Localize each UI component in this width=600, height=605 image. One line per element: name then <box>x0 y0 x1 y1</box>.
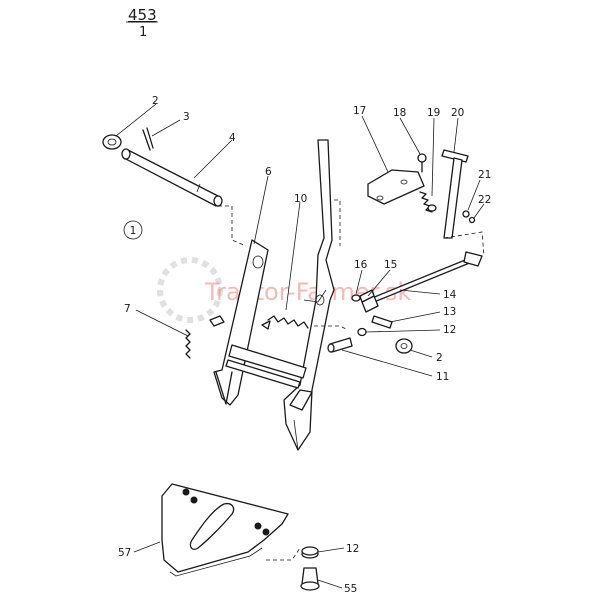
svg-text:18: 18 <box>393 107 406 119</box>
svg-text:57: 57 <box>118 547 131 559</box>
callout-55: 55 <box>317 579 357 595</box>
svg-text:2: 2 <box>436 352 443 364</box>
callout-4: 4 <box>193 132 236 179</box>
svg-text:453: 453 <box>128 6 157 24</box>
bolt-part-55 <box>300 567 320 591</box>
callout-16: 16 <box>354 259 368 295</box>
bolt-part-18 <box>417 153 427 173</box>
spring-part-7 <box>185 315 225 359</box>
callout-57: 57 <box>118 541 161 559</box>
svg-text:13: 13 <box>443 306 456 318</box>
callout-21: 21 <box>467 169 491 211</box>
callout-12-bottom: 12 <box>317 543 359 555</box>
svg-text:1: 1 <box>130 225 137 237</box>
svg-text:Traktor-Farmer.sk: Traktor-Farmer.sk <box>204 278 411 306</box>
callout-13: 13 <box>389 306 456 323</box>
svg-text:10: 10 <box>294 193 307 205</box>
svg-text:6: 6 <box>265 166 272 178</box>
washer-part-2b <box>395 338 413 354</box>
callout-19: 19 <box>427 107 440 197</box>
callout-3: 3 <box>151 111 190 137</box>
callout-7: 7 <box>124 303 189 337</box>
callout-6: 6 <box>253 166 272 245</box>
svg-text:1: 1 <box>139 25 147 40</box>
svg-text:22: 22 <box>478 194 491 206</box>
bolt-part-11 <box>327 337 353 353</box>
pin-part-21 <box>462 210 470 218</box>
washer-part-2 <box>102 134 122 150</box>
plate-part-57 <box>161 483 289 577</box>
svg-text:4: 4 <box>229 132 236 144</box>
group-marker: 1 <box>123 220 143 240</box>
svg-text:12: 12 <box>443 324 456 336</box>
lever-part-20 <box>441 149 469 239</box>
frame-crossbar <box>225 344 307 389</box>
nut-part-12b <box>301 546 319 559</box>
watermark: Traktor-Farmer.sk <box>157 257 411 323</box>
callout-22: 22 <box>473 194 491 219</box>
sheet-number: 453 1 <box>126 6 158 40</box>
callout-17: 17 <box>353 105 389 173</box>
callout-20: 20 <box>451 107 464 153</box>
callout-14: 14 <box>399 289 457 301</box>
nut-part-16 <box>351 294 361 302</box>
bolt-part-13 <box>371 315 393 329</box>
svg-text:2: 2 <box>152 95 159 107</box>
svg-text:11: 11 <box>436 371 449 383</box>
frame-right-arm <box>283 139 335 451</box>
svg-text:21: 21 <box>478 169 491 181</box>
svg-text:7: 7 <box>124 303 131 315</box>
spring-part-10 <box>261 315 309 330</box>
svg-text:3: 3 <box>183 111 190 123</box>
callout-12-mid: 12 <box>365 324 456 336</box>
callout-2-mid: 2 <box>409 349 443 364</box>
svg-text:17: 17 <box>353 105 366 117</box>
callout-15: 15 <box>367 259 397 297</box>
svg-text:15: 15 <box>384 259 397 271</box>
spring-part-19 <box>419 191 437 213</box>
bracket-part-17 <box>367 169 425 205</box>
nut-part-12 <box>357 327 367 337</box>
clamp-part-15 <box>359 289 379 313</box>
svg-text:16: 16 <box>354 259 368 271</box>
split-pin-part-3 <box>142 127 154 151</box>
svg-text:19: 19 <box>427 107 440 119</box>
svg-text:55: 55 <box>344 583 357 595</box>
callout-11: 11 <box>341 349 449 383</box>
callout-10: 10 <box>285 193 307 311</box>
svg-text:14: 14 <box>443 289 457 301</box>
svg-text:20: 20 <box>451 107 464 119</box>
svg-text:12: 12 <box>346 543 359 555</box>
shaft-part-4 <box>121 148 223 207</box>
washer-part-22 <box>468 216 476 224</box>
callout-18: 18 <box>393 107 421 155</box>
callout-2-top: 2 <box>115 95 159 137</box>
rod-part-14 <box>371 251 483 303</box>
